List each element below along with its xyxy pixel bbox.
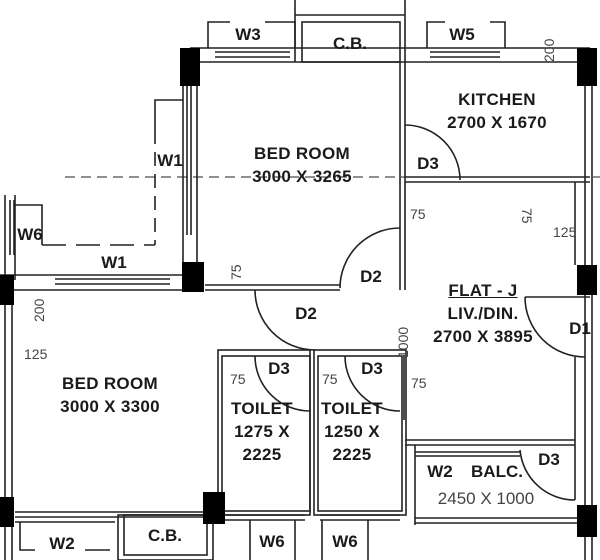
dimension-left-wall-200: 200 [31,298,47,322]
room-bedroom-bottom: BED ROOM 3000 X 3300 [60,375,160,415]
window-tag-w6-toilet-2: W6 [332,532,358,551]
room-dimensions: 3000 X 3300 [60,397,160,416]
dimension-bedroom-top-partition-bottom: 75 [228,264,244,280]
column [577,265,597,295]
window-tag-w1-vertical: W1 [157,151,183,170]
window-tag-w2-bottom: W2 [49,534,75,553]
dimension-door-opening: 1000 [395,326,411,358]
door-tag-d3-toilet-2: D3 [361,359,383,378]
room-name: KITCHEN [458,90,536,109]
room-name: TOILET [321,399,383,418]
room-toilet-1: TOILET 1275 X 2225 [231,400,293,463]
room-toilet-2: TOILET 1250 X 2225 [321,400,383,463]
room-kitchen: KITCHEN 2700 X 1670 [447,91,547,131]
column [203,492,225,524]
room-name: TOILET [231,399,293,418]
column [180,48,200,86]
room-name: BED ROOM [254,144,350,163]
window-tag-w2-balcony: W2 [427,462,453,481]
window-tag-w6-left: W6 [17,225,43,244]
column [0,275,14,305]
dimension-toilet-2-wall: 75 [322,371,338,387]
room-dimensions: 2225 [332,445,372,464]
window-tag-w6-toilet-1: W6 [259,532,285,551]
door-tag-d3-kitchen: D3 [417,154,439,173]
dimension-left-wall-125: 125 [24,346,48,362]
door-tag-d3-balcony: D3 [538,450,560,469]
cupboard-top-outline [301,21,401,63]
room-bedroom-top: BED ROOM 3000 X 3265 [252,145,352,185]
window-tag-w5: W5 [449,25,475,44]
room-dimensions: 1250 X [324,422,380,441]
dimension-living-wall: 75 [411,375,427,391]
window-tag-w3: W3 [235,25,261,44]
room-living-dining: FLAT - J LIV./DIN. 2700 X 3895 [433,282,533,345]
room-name: LIV./DIN. [447,304,519,323]
room-dimensions: 2700 X 1670 [447,113,547,132]
dimension-bedroom-top-partition-right: 75 [410,206,426,222]
flat-label: FLAT - J [448,281,518,300]
room-dimensions: 3000 X 3265 [252,167,352,186]
room-name: BED ROOM [62,374,158,393]
column [577,48,597,86]
dimension-toilet-1-wall: 75 [230,371,246,387]
cupboard-tag-bottom: C.B. [148,526,182,545]
room-balcony-name: BALC. [471,462,523,481]
room-dimensions: 1275 X [234,422,290,441]
door-tag-d3-toilet-1: D3 [268,359,290,378]
column [0,497,14,527]
door-tag-d1-entry: D1 [569,319,591,338]
dimension-right-wall: 125 [553,224,577,240]
room-dimensions: 2225 [242,445,282,464]
room-balcony-dimensions: 2450 X 1000 [437,489,535,508]
door-tag-d2-bedroom-bottom: D2 [295,304,317,323]
column [577,505,597,537]
dimension-top-right-wall: 200 [541,38,557,62]
dimension-kitchen-partition: 75 [519,208,535,224]
room-dimensions: 2700 X 3895 [433,327,533,346]
window-tag-w1-horizontal: W1 [101,253,127,272]
door-tag-d2-bedroom-top: D2 [360,267,382,286]
cupboard-tag-top: C.B. [333,34,367,53]
column [182,262,204,292]
